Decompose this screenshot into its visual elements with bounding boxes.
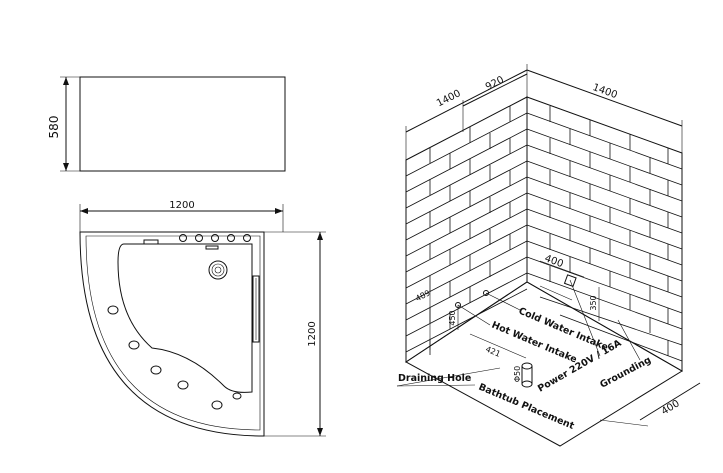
inlet-height: 450 [448, 310, 457, 325]
side-view: 580 [47, 76, 286, 172]
power-height: 350 [589, 295, 598, 310]
top-width-label: 1200 [169, 200, 194, 211]
wall-left-length: 1400 [435, 88, 463, 109]
drain-pipe-icon [521, 362, 533, 388]
right-wall [526, 96, 683, 372]
cold-water-inlet-icon [483, 290, 489, 296]
tub-side-body [79, 76, 286, 172]
power-outlet-icon [563, 274, 577, 288]
wall-left-dim [405, 69, 528, 133]
floor-outline [405, 281, 683, 447]
tub-outer-shell [79, 231, 265, 437]
floor-depth: 400 [660, 398, 682, 417]
top-depth-label: 1200 [307, 321, 318, 346]
placement-label: Bathtub Placement [477, 382, 576, 432]
power-offset: 400 [543, 253, 565, 270]
wall-right-dim [526, 69, 683, 127]
massage-jets [107, 239, 242, 410]
side-height-label: 580 [47, 116, 61, 139]
grounding-label: Grounding [598, 355, 653, 391]
control-knobs [179, 234, 251, 242]
installation-view: 1400 920 1400 400 350 450 489 421 Φ50 40… [396, 64, 701, 447]
floor-depth-dim [639, 382, 701, 421]
tub-inner-basin [117, 243, 253, 393]
tub-handle [252, 275, 260, 343]
draining-label: Draining Hole [398, 373, 471, 384]
left-height: 489 [414, 288, 432, 303]
drain-icon [208, 260, 228, 280]
drain-diameter: Φ50 [513, 366, 522, 382]
inlet-offset-dim [462, 73, 528, 107]
top-view: 1200 1200 [79, 200, 326, 437]
